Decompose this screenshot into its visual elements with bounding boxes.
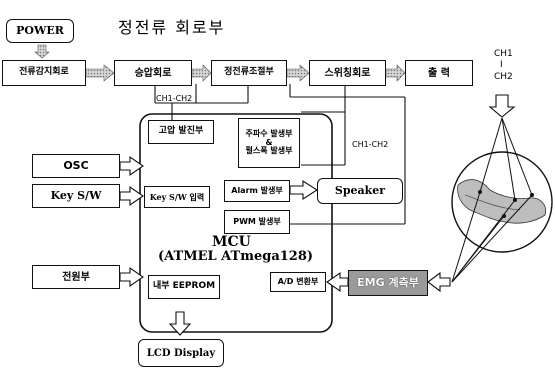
channel-label-ch1: CH1	[494, 49, 513, 59]
arrow-switch-output	[386, 65, 405, 81]
arrow-detect-boost	[86, 65, 114, 81]
alarm-gen-block: Alarm 발생부	[224, 180, 290, 202]
mcu-model: (ATMEL ATmega128)	[158, 249, 313, 264]
arrow-ch-down	[490, 95, 514, 117]
boost-block: 승압회로	[114, 60, 192, 86]
freq-pulse-block: 주파수 발생부 & 펄스폭 발생부	[238, 118, 300, 168]
arrow-power-down	[35, 45, 49, 58]
arrow-boost-cc	[192, 65, 211, 81]
diagram-title: 정전류 회로부	[118, 14, 225, 38]
osc-block: OSC	[32, 154, 120, 178]
arm-sensor-illustration	[452, 118, 552, 282]
cc-control-block: 정전류조절부	[211, 60, 287, 86]
emg-block: EMG 계측부	[348, 270, 428, 296]
lcd-display-block: LCD Display	[138, 339, 224, 367]
current-detect-block: 전류감지회로	[2, 60, 86, 86]
arrow-sensor-emg	[428, 273, 450, 291]
power-unit-block: 전원부	[32, 265, 120, 289]
channel-label-top: CH1-CH2	[156, 94, 192, 103]
arrow-cc-switch	[287, 65, 309, 81]
mcu-title: MCU	[212, 234, 251, 250]
channel-label-sep: I	[500, 60, 503, 70]
eeprom-block: 내부 EEPROM	[148, 275, 220, 299]
key-sw-block: Key S/W	[32, 184, 120, 208]
speaker-block: Speaker	[317, 178, 403, 204]
channel-label-mid: CH1-CH2	[352, 140, 388, 149]
pwm-gen-block: PWM 발생부	[224, 210, 290, 234]
switching-block: 스위칭회로	[309, 60, 386, 86]
channel-label-ch2: CH2	[494, 72, 513, 82]
adc-block: A/D 변환부	[270, 272, 326, 292]
hv-oscillator-block: 고압 발진부	[148, 120, 214, 144]
pulse-width-label: 펄스폭 발생부	[246, 147, 293, 156]
output-block: 출 력	[405, 60, 473, 86]
key-input-block: Key S/W 입력	[144, 186, 210, 208]
power-block: POWER	[6, 19, 74, 43]
